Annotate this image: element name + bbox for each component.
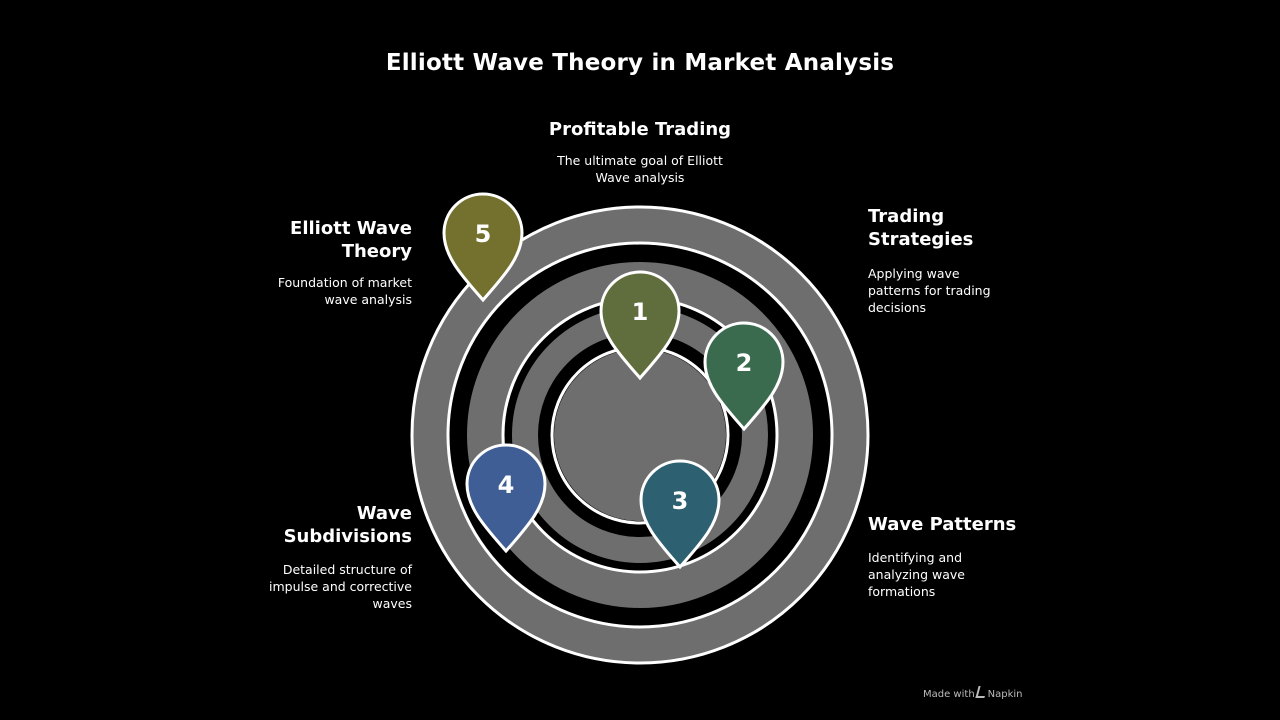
marker-3: 3 xyxy=(639,459,721,570)
marker-3-label: 3 xyxy=(672,487,689,515)
desc-line: patterns for trading xyxy=(868,283,991,298)
watermark-prefix: Made with xyxy=(923,689,975,700)
desc-line: Detailed structure of xyxy=(282,562,412,577)
desc-line: impulse and corrective xyxy=(269,579,412,594)
desc-line: Foundation of market xyxy=(277,275,412,290)
heading-line: Theory xyxy=(341,241,412,262)
desc-line: Wave analysis xyxy=(595,170,685,185)
marker-4: 4 xyxy=(465,443,547,554)
made-with-napkin-watermark: Made with Napkin xyxy=(923,686,1023,700)
trading-strategies-description: Applying wave patterns for trading decis… xyxy=(868,265,1068,316)
watermark-brand: Napkin xyxy=(987,689,1023,700)
desc-line: waves xyxy=(372,596,412,611)
marker-5-label: 5 xyxy=(475,220,492,248)
marker-4-label: 4 xyxy=(498,471,515,499)
heading-line: Subdivisions xyxy=(283,526,412,547)
profitable-trading-description: The ultimate goal of Elliott Wave analys… xyxy=(490,152,790,186)
heading-line: Trading xyxy=(868,206,945,227)
napkin-logo-icon xyxy=(975,686,988,698)
wave-subdivisions-heading: Wave Subdivisions xyxy=(212,502,412,548)
marker-1-pin xyxy=(599,270,681,381)
elliott-wave-theory-heading: Elliott Wave Theory xyxy=(212,217,412,263)
marker-2-pin xyxy=(703,321,785,432)
heading-line: Wave xyxy=(356,503,412,524)
wave-subdivisions-description: Detailed structure of impulse and correc… xyxy=(212,561,412,612)
heading-line: Strategies xyxy=(868,229,974,250)
elliott-wave-theory-description: Foundation of market wave analysis xyxy=(212,274,412,308)
ring-outline-2 xyxy=(446,241,834,629)
desc-line: wave analysis xyxy=(324,292,412,307)
wave-patterns-heading: Wave Patterns xyxy=(868,514,1017,535)
heading-line: Elliott Wave xyxy=(290,218,412,239)
marker-2: 2 xyxy=(703,321,785,432)
trading-strategies-heading: Trading Strategies xyxy=(868,205,1068,251)
diagram-title: Elliott Wave Theory in Market Analysis xyxy=(385,50,895,76)
marker-1: 1 xyxy=(599,270,681,381)
marker-1-label: 1 xyxy=(632,298,649,326)
desc-line: formations xyxy=(868,584,936,599)
marker-5: 5 xyxy=(442,192,524,303)
outer-ring-band xyxy=(412,207,868,663)
marker-3-pin xyxy=(639,459,721,570)
profitable-trading-heading: Profitable Trading xyxy=(548,119,732,140)
marker-4-pin xyxy=(465,443,547,554)
wave-patterns-description: Identifying and analyzing wave formation… xyxy=(868,549,1068,600)
marker-2-label: 2 xyxy=(736,349,753,377)
outer-ring-outline xyxy=(410,205,870,665)
desc-line: Identifying and xyxy=(868,550,963,565)
desc-line: decisions xyxy=(868,300,927,315)
desc-line: The ultimate goal of Elliott xyxy=(557,153,723,168)
desc-line: Applying wave xyxy=(868,266,960,281)
marker-5-pin xyxy=(442,192,524,303)
desc-line: analyzing wave xyxy=(868,567,965,582)
